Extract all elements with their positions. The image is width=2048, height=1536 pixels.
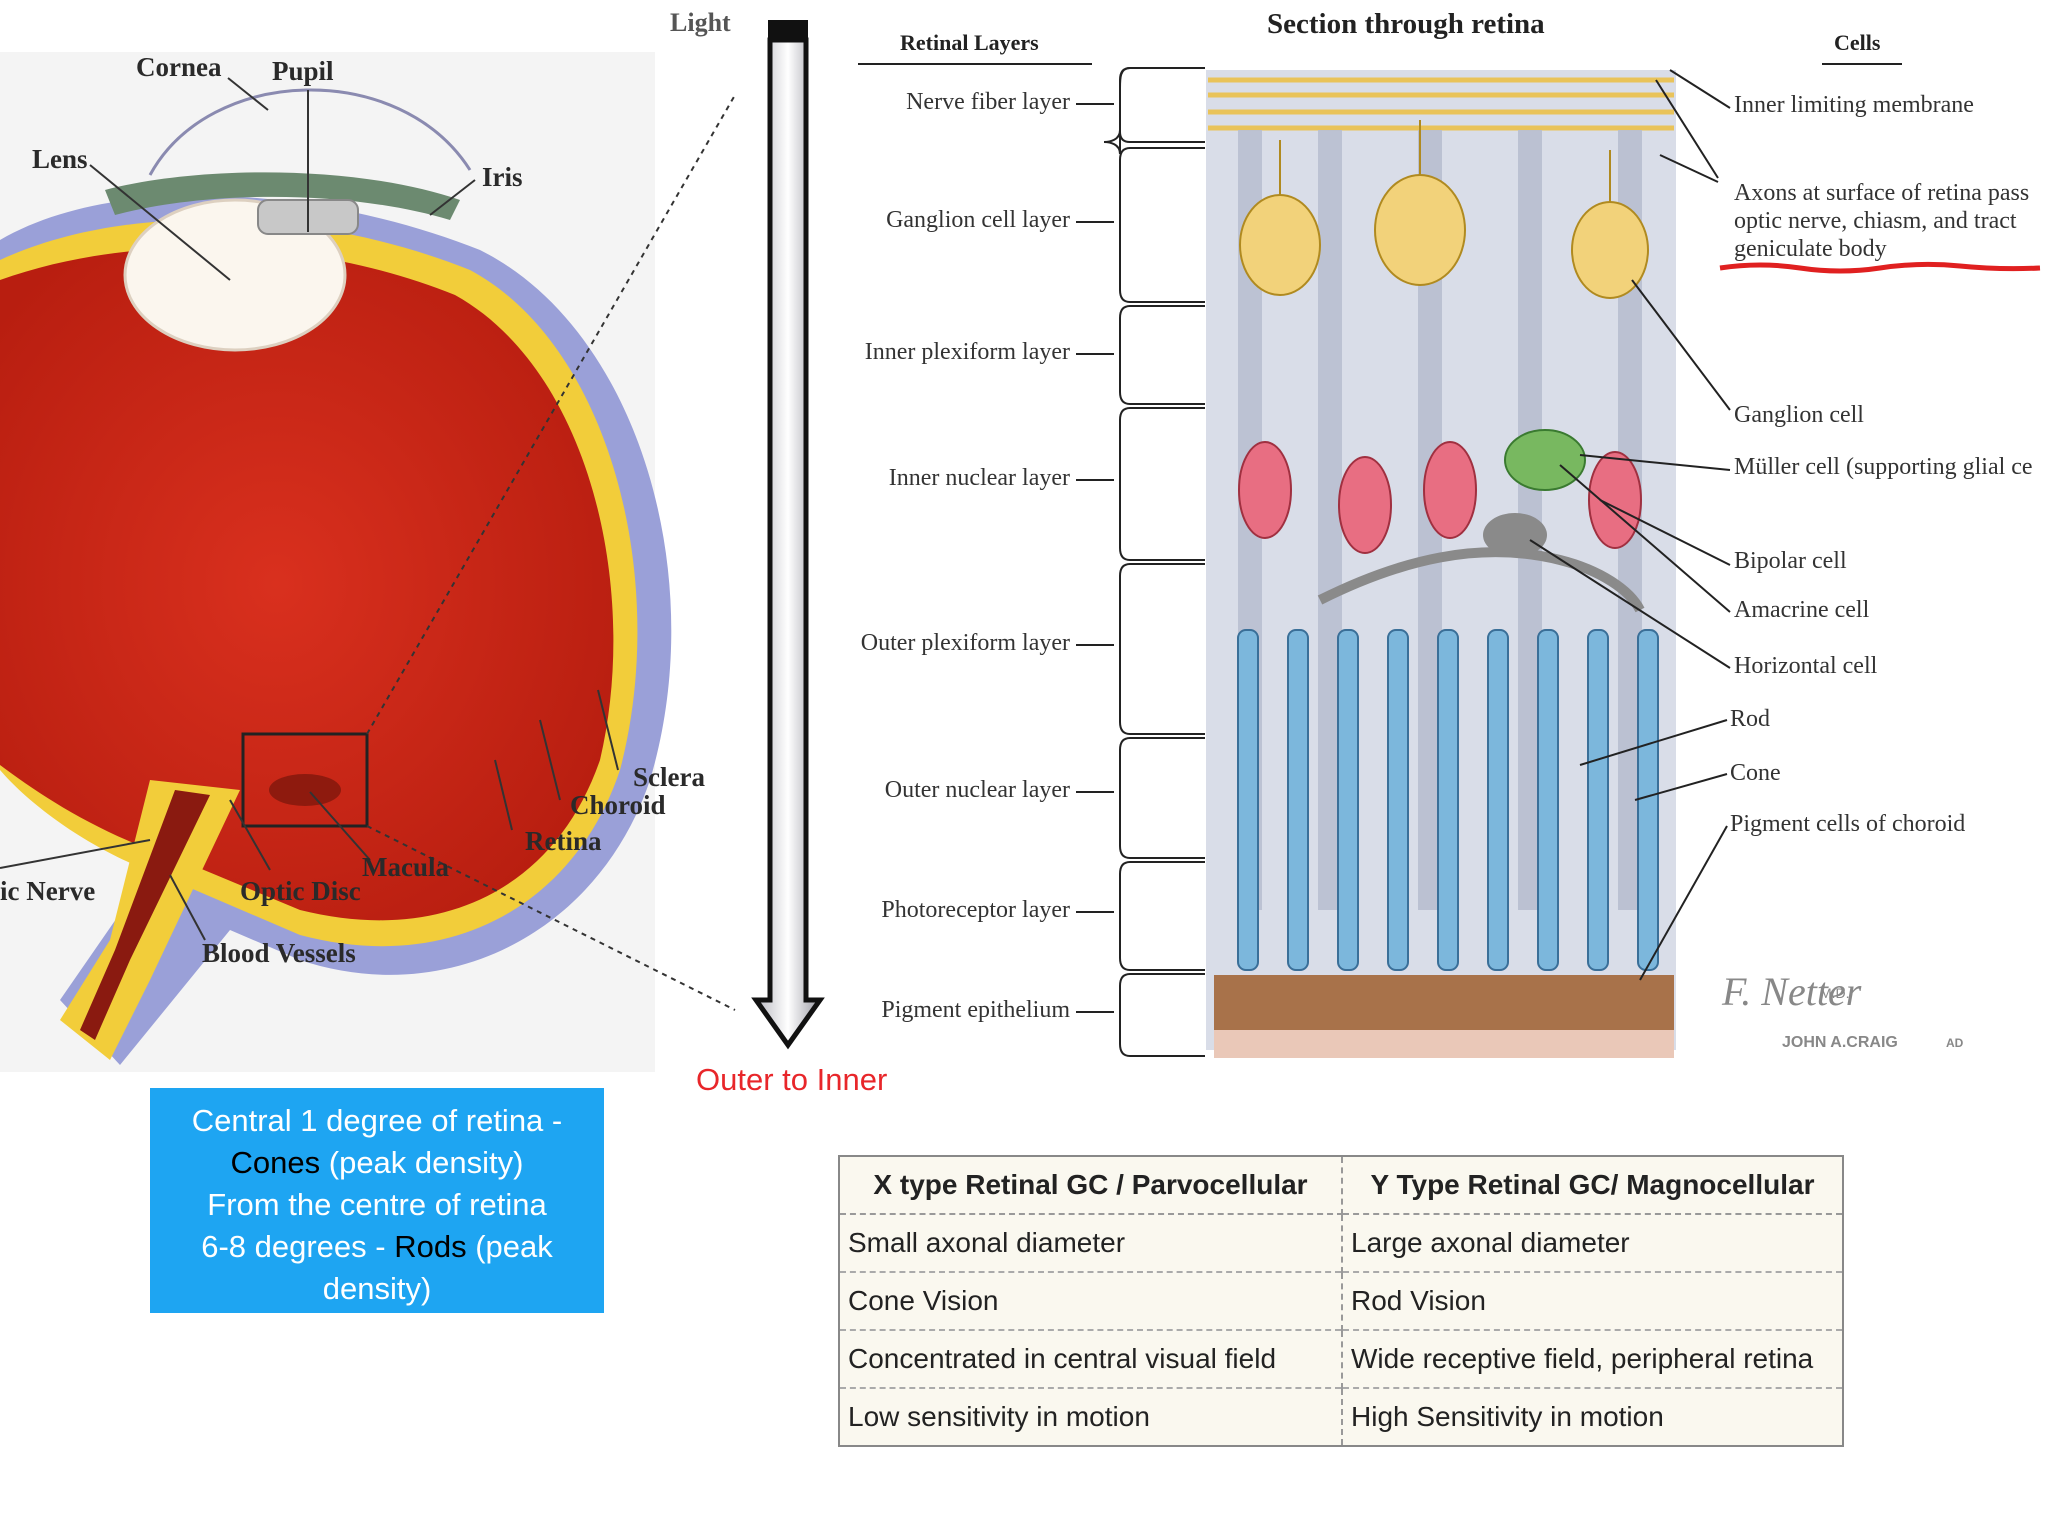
cell-ganglion: Ganglion cell (1734, 402, 1864, 428)
eye-leaders (0, 77, 619, 941)
layer-nerve-fiber: Nerve fiber layer (906, 89, 1070, 115)
retina-title: Section through retina (1267, 8, 1545, 40)
table-row: Small axonal diameter Large axonal diame… (839, 1213, 1843, 1272)
label-pupil: Pupil (272, 56, 334, 86)
photoreceptors (1237, 629, 1659, 971)
layer-outer-nuclear: Outer nuclear layer (884, 777, 1070, 803)
macula-box (241, 732, 369, 828)
label-sclera: Sclera (633, 762, 705, 792)
layer-inner-nuclear: Inner nuclear layer (888, 465, 1070, 491)
signature-netter: F. Netter (1722, 969, 1862, 1014)
table-cell: Cone Vision (839, 1271, 1343, 1330)
table-cell: High Sensitivity in motion (1342, 1387, 1843, 1446)
label-choroid: Choroid (570, 790, 666, 820)
layer-brackets (1076, 67, 1205, 1057)
info-line-2-rest: (peak density) (320, 1145, 524, 1180)
ganglion-cells (1239, 120, 1649, 299)
macula-spot (269, 774, 341, 806)
red-underline (1719, 261, 2041, 274)
zoom-line-bottom (366, 825, 736, 1011)
cell-pigment-choroid: Pigment cells of choroid (1730, 811, 1966, 837)
label-iris: Iris (482, 162, 523, 192)
cornea-outline (148, 88, 472, 176)
info-line-4-rest: (peak (466, 1229, 553, 1264)
nerve-fibers (1208, 77, 1674, 131)
iris-band (105, 172, 460, 220)
table-cell: Large axonal diameter (1342, 1213, 1843, 1272)
table-row: Cone Vision Rod Vision (839, 1271, 1843, 1330)
cell-muller: Müller cell (supporting glial ce (1734, 454, 2033, 480)
info-line-4-pre: 6-8 degrees - (201, 1229, 395, 1264)
info-cones-word: Cones (230, 1145, 321, 1180)
label-blood-vessels: Blood Vessels (202, 938, 356, 968)
arrow-cap (768, 20, 808, 40)
choroid-band (1214, 1030, 1674, 1058)
info-box: Central 1 degree of retina - Cones (peak… (150, 1088, 604, 1313)
bipolar-cells (1238, 441, 1642, 554)
info-line-1: Central 1 degree of retina - (191, 1103, 563, 1138)
cell-inner-limiting-membrane: Inner limiting membrane (1734, 92, 1974, 118)
layer-outer-plexiform: Outer plexiform layer (860, 630, 1070, 656)
cell-amacrine: Amacrine cell (1734, 597, 1870, 623)
signature-ad: AD (1946, 1036, 1964, 1050)
blood-vessel-shape (80, 790, 210, 1040)
label-light: Light (670, 8, 731, 37)
lens-shape (123, 198, 347, 352)
info-line-2: Cones (peak density) (150, 1142, 604, 1184)
cell-rod: Rod (1730, 706, 1771, 732)
eye-diagram (0, 52, 736, 1072)
layer-pigment-epithelium: Pigment epithelium (881, 997, 1070, 1023)
horizontal-cell-body (1483, 513, 1547, 557)
info-line-4: 6-8 degrees - Rods (peak (150, 1226, 604, 1268)
retina-section (858, 63, 2041, 1058)
signature-md: M.D. (1820, 985, 1850, 1001)
table-header-x-type: X type Retinal GC / Parvocellular (839, 1156, 1343, 1215)
cell-bipolar: Bipolar cell (1734, 548, 1847, 574)
label-optic-disc: Optic Disc (240, 876, 361, 906)
info-line-3: From the centre of retina (207, 1187, 547, 1222)
label-macula: Macula (362, 852, 449, 882)
vitreous-body (0, 247, 614, 921)
cell-axons-line1: Axons at surface of retina pass (1734, 180, 2030, 206)
table-cell: Low sensitivity in motion (839, 1387, 1343, 1446)
table-cell: Wide receptive field, peripheral retina (1342, 1329, 1843, 1388)
info-rods-word: Rods (394, 1229, 467, 1264)
cell-horizontal: Horizontal cell (1734, 653, 1878, 679)
cell-axons-line3: geniculate body (1734, 236, 1887, 262)
layer-inner-plexiform: Inner plexiform layer (864, 339, 1070, 365)
table-row: Concentrated in central visual field Wid… (839, 1329, 1843, 1388)
layer-ganglion-cell: Ganglion cell layer (886, 207, 1070, 233)
label-optic-nerve: ic Nerve (0, 876, 96, 906)
table-row: Low sensitivity in motion High Sensitivi… (839, 1387, 1843, 1446)
table-header-y-type: Y Type Retinal GC/ Magnocellular (1342, 1156, 1843, 1215)
label-lens: Lens (32, 144, 88, 174)
label-outer-to-inner: Outer to Inner (696, 1062, 888, 1097)
amacrine-cell-shape (1504, 429, 1586, 491)
signature-craig: JOHN A.CRAIG (1782, 1034, 1898, 1051)
layers-heading: Retinal Layers (900, 30, 1039, 55)
light-arrow (751, 20, 825, 1050)
table-cell: Rod Vision (1342, 1271, 1843, 1330)
arrow-body (751, 37, 825, 1050)
table-header-row: X type Retinal GC / Parvocellular Y Type… (839, 1156, 1843, 1215)
label-cornea: Cornea (136, 52, 222, 82)
ganglion-cell-comparison-table: X type Retinal GC / Parvocellular Y Type… (838, 1155, 1844, 1447)
cell-cone: Cone (1730, 760, 1781, 786)
table-cell: Small axonal diameter (839, 1213, 1343, 1272)
layer-photoreceptor: Photoreceptor layer (881, 897, 1070, 923)
cell-leaders (1529, 69, 1731, 981)
info-line-5: density) (322, 1271, 432, 1306)
zoom-line-top (366, 94, 736, 735)
label-retina: Retina (525, 826, 602, 856)
cell-axons-line2: optic nerve, chiasm, and tract (1734, 208, 2017, 234)
table-cell: Concentrated in central visual field (839, 1329, 1343, 1388)
cells-heading: Cells (1834, 30, 1881, 55)
